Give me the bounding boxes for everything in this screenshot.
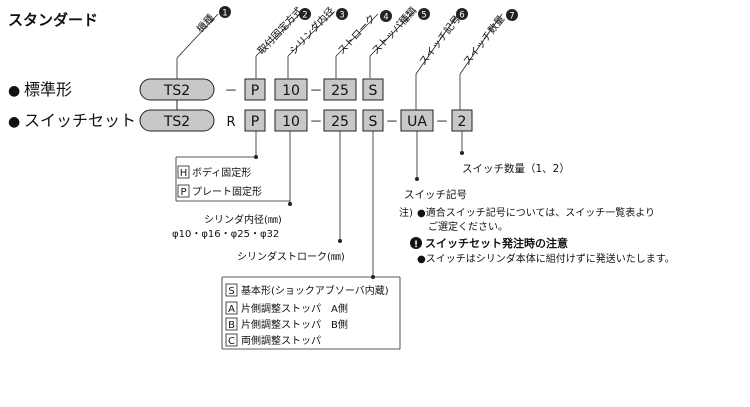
stroke-code-switch: 25 (331, 114, 349, 130)
mount-code-standard: P (251, 83, 259, 99)
note-line-2: ご選定ください。 (428, 220, 508, 233)
callout-2-number: 2 (302, 11, 307, 21)
row-standard-label: 標準形 (24, 80, 72, 99)
callout-6-badge (456, 8, 468, 20)
row-switch-label: スイッチセット (24, 111, 136, 130)
bore-box-standard (274, 78, 308, 101)
callout-1: 機種 1 (176, 6, 231, 80)
stroke-title: シリンダストローク(㎜) (237, 250, 345, 263)
callout-7: スイッチ数量 7 (459, 9, 518, 110)
stopper-option-c-code: C (228, 336, 235, 347)
row-standard-separator: － (224, 84, 237, 99)
dash-standard-1: － (309, 84, 322, 99)
qty-leader-dot (460, 151, 464, 155)
switch-leader-dot (415, 177, 419, 181)
callout-3-number: 3 (339, 11, 344, 21)
note-prefix: 注) (399, 206, 413, 219)
dash-switch-2: － (385, 115, 398, 130)
callout-4-badge (380, 10, 392, 22)
callout-1-badge (219, 6, 231, 18)
stopper-option-a-code: A (228, 304, 235, 315)
callout-7-label: スイッチ数量 (460, 13, 507, 68)
stroke-code-standard: 25 (331, 83, 349, 99)
bore-leader-dot (288, 202, 292, 206)
model-code-switch: TS2 (163, 114, 190, 130)
bore-values: φ10・φ16・φ25・φ32 (172, 229, 279, 240)
stroke-box-standard (323, 78, 357, 101)
model-pill-switch (139, 109, 215, 132)
warning-line: ●スイッチはシリンダ本体に組付けずに発送いたします。 (417, 252, 675, 265)
bore-box-switch (274, 109, 308, 132)
mount-option-p-label: プレート固定形 (192, 185, 262, 198)
stopper-code-switch: S (369, 114, 378, 130)
callout-5-badge (418, 8, 430, 20)
callout-5-label: ストッパ種類 (369, 4, 419, 57)
row-switch-set: ● スイッチセット TS2 R P 10 － 25 S － UA － 2 (8, 109, 473, 132)
row-standard: ● 標準形 TS2 － P 10 － 25 S (8, 78, 384, 101)
diagram-title: スタンダード (8, 11, 98, 29)
switch-title: スイッチ記号 (404, 188, 467, 201)
stopper-options: S 基本形(ショックアブソーバ内蔵) A 片側調整ストッパ A側 B 片側調整ス… (221, 276, 389, 349)
stopper-option-s-label: 基本形(ショックアブソーバ内蔵) (241, 284, 389, 297)
warning-icon-glyph: ! (414, 240, 418, 250)
note-line-1: ●適合スイッチ記号については、スイッチ一覧表より (417, 206, 655, 219)
stopper-option-c-label: 両側調整ストッパ (241, 334, 321, 347)
row-switch-separator: R (226, 115, 235, 130)
stopper-option-s-code: S (228, 286, 234, 297)
mount-option-h-code: H (180, 168, 188, 179)
stopper-option-b-label: 片側調整ストッパ B側 (241, 318, 348, 331)
qty-code: 2 (458, 114, 467, 130)
switch-code: UA (407, 114, 427, 130)
mount-box-switch (244, 109, 266, 132)
stopper-box-standard (362, 78, 384, 101)
callout-5-number: 5 (421, 11, 426, 21)
warning-title: スイッチセット発注時の注意 (425, 236, 568, 250)
bore-code-standard: 10 (282, 83, 300, 99)
bore-title: シリンダ内径(㎜) (204, 213, 282, 226)
mount-code-switch: P (251, 114, 259, 130)
warning-icon (410, 237, 422, 249)
dash-switch-1: － (309, 115, 322, 130)
callout-1-label: 機種 (194, 12, 217, 35)
row-switch-bullet: ● (8, 114, 20, 130)
qty-note: スイッチ数量（1、2） (462, 162, 570, 175)
callout-6-number: 6 (459, 11, 464, 21)
stopper-option-a-label: 片側調整ストッパ A側 (241, 302, 348, 315)
row-standard-bullet: ● (8, 83, 20, 99)
callout-6-label: スイッチ記号 (416, 13, 463, 68)
mount-option-h-label: ボディ固定形 (192, 166, 251, 179)
callout-4-number: 4 (383, 13, 388, 23)
bore-code-switch: 10 (282, 114, 300, 130)
mount-options: H ボディ固定形 P プレート固定形 (175, 157, 290, 202)
dash-switch-3: － (435, 115, 448, 130)
stroke-leader-dot (338, 239, 342, 243)
stopper-code-standard: S (369, 83, 378, 99)
callout-2-badge (299, 8, 311, 20)
callout-1-number: 1 (222, 9, 227, 19)
model-code-standard: TS2 (163, 83, 190, 99)
mount-option-p-code: P (180, 187, 186, 198)
mount-box-standard (244, 78, 266, 101)
callout-7-badge (506, 9, 518, 21)
callout-7-number: 7 (509, 12, 514, 22)
stopper-option-b-code: B (228, 320, 235, 331)
callout-3-badge (336, 8, 348, 20)
